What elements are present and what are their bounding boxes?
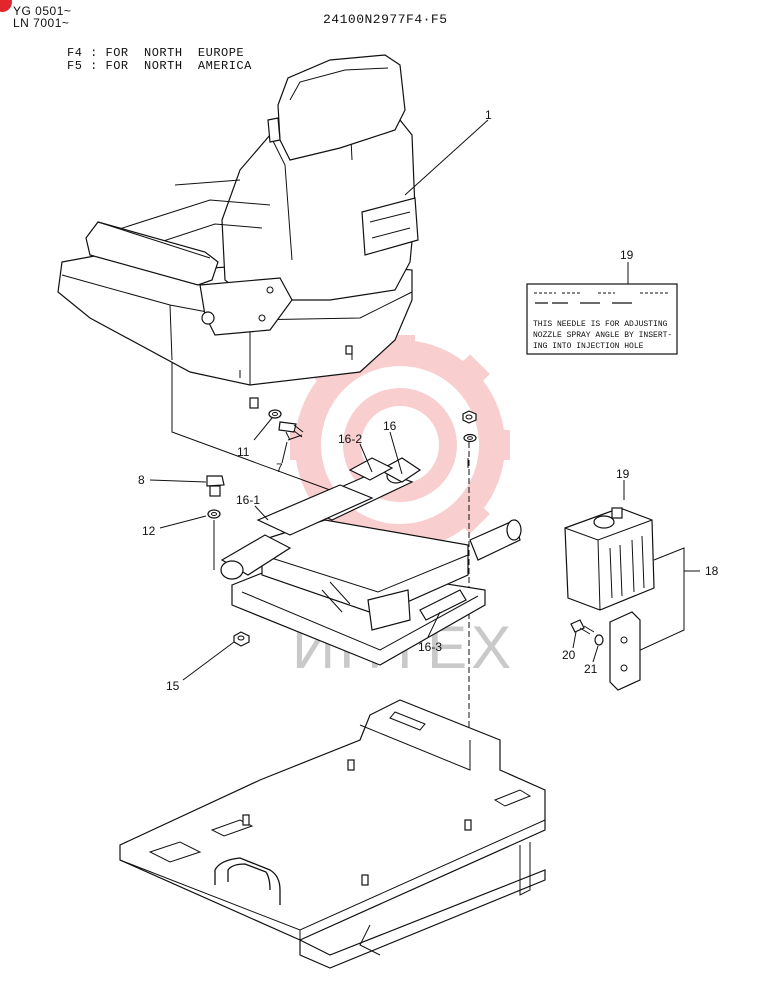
water-tank-19 <box>564 507 655 611</box>
serial-range-ln: LN 7001~ <box>13 16 70 30</box>
callout-15: 15 <box>166 679 180 693</box>
callout-12: 12 <box>142 524 156 538</box>
label-plate-line2: NOZZLE SPRAY ANGLE BY INSERT- <box>533 331 672 340</box>
callout-16: 16 <box>383 419 397 433</box>
variant-note-f5: F5 : FOR NORTH AMERICA <box>67 59 252 73</box>
callout-8: 8 <box>138 473 145 487</box>
callout-20: 20 <box>562 648 576 662</box>
bolt-7 <box>278 421 304 441</box>
washer-12 <box>207 509 221 519</box>
callout-16-1: 16-1 <box>236 493 260 507</box>
callout-18: 18 <box>705 564 719 578</box>
seat-suspension-16 <box>220 457 522 666</box>
washer-21 <box>594 634 604 646</box>
callout-16-2: 16-2 <box>338 432 362 446</box>
label-plate-19: THIS NEEDLE IS FOR ADJUSTING NOZZLE SPRA… <box>526 283 678 355</box>
label-plate-line3: ING INTO INJECTION HOLE <box>533 342 644 351</box>
callout-1: 1 <box>485 108 492 122</box>
bracket-18 <box>609 611 641 691</box>
callout-16-3: 16-3 <box>418 640 442 654</box>
nut-15 <box>233 631 250 647</box>
washer-11 <box>268 409 282 419</box>
callout-21: 21 <box>584 662 598 676</box>
callout-19-plate: 19 <box>620 248 634 262</box>
bolt-8 <box>206 475 225 497</box>
callout-19-tank: 19 <box>616 467 630 481</box>
label-plate-line1: THIS NEEDLE IS FOR ADJUSTING <box>533 320 668 329</box>
variant-note-f4: F4 : FOR NORTH EUROPE <box>67 46 245 60</box>
callout-11: 11 <box>237 445 250 459</box>
callout-7: 7 <box>276 461 283 475</box>
screw-20 <box>570 619 595 635</box>
operator-seat <box>57 54 419 409</box>
seat-base-frame <box>119 699 546 969</box>
serial-range-yg: YG 0501~ <box>13 4 72 18</box>
nut-top <box>462 410 477 424</box>
drawing-number: 24100N2977F4·F5 <box>323 12 448 27</box>
corner-badge <box>0 0 12 12</box>
washer-top <box>463 433 477 443</box>
